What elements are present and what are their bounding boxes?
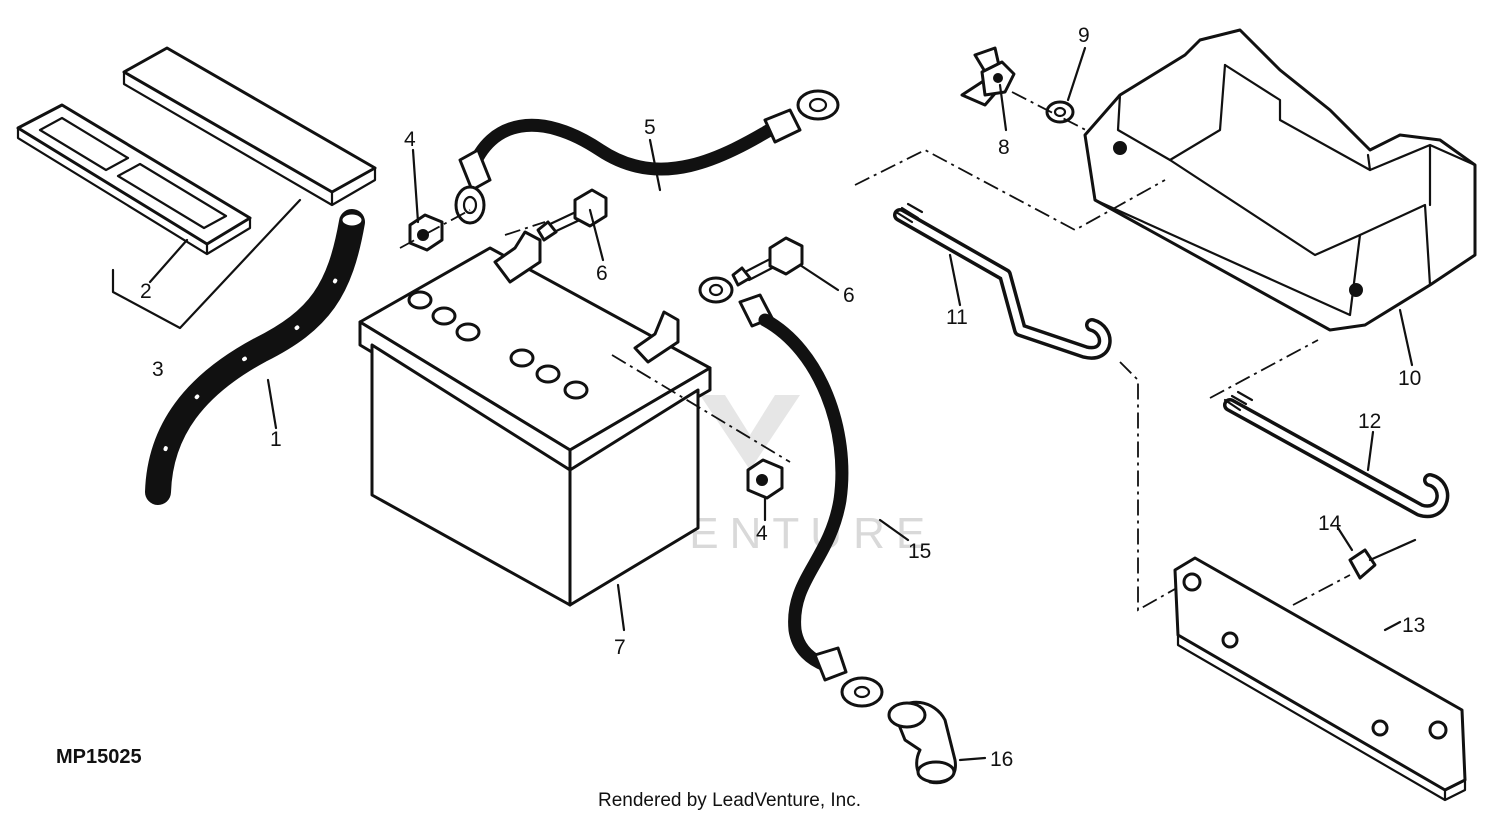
part-4-nut-lower	[611, 354, 791, 500]
part-7-battery	[358, 230, 712, 607]
callout-5: 5	[644, 116, 656, 139]
watermark-logo-icon	[700, 395, 800, 470]
callout-1: 1	[270, 428, 282, 451]
part-12-rod	[1209, 339, 1450, 519]
callout-6-upper: 6	[596, 262, 608, 285]
callout-9: 9	[1078, 24, 1090, 47]
part-6-bolt-lower	[731, 236, 804, 287]
part-4-nut-upper	[399, 209, 471, 252]
callout-8: 8	[998, 136, 1010, 159]
leader-lines	[111, 46, 1414, 762]
part-5-cable	[454, 89, 840, 225]
part-15-cable	[698, 276, 884, 708]
part-16-elbow	[887, 700, 957, 785]
callout-14: 14	[1318, 512, 1342, 535]
credit-line: Rendered by LeadVenture, Inc.	[598, 790, 861, 811]
callout-10: 10	[1398, 367, 1421, 390]
callout-labels: 1 2 3 4 4 5 6 6 7 8 9 10 11 12 13 14 15 …	[140, 24, 1425, 771]
callout-16: 16	[990, 748, 1013, 771]
callout-4-lower: 4	[756, 522, 768, 545]
part-13-plate	[1173, 556, 1467, 802]
callout-6-lower: 6	[843, 284, 855, 307]
battery-terminal-positive	[633, 310, 680, 364]
callout-4-upper: 4	[404, 128, 416, 151]
callout-13: 13	[1402, 614, 1425, 637]
callout-11: 11	[946, 306, 968, 329]
part-1-vent-hose	[145, 209, 365, 505]
part-2-pad	[16, 103, 252, 256]
part-8-wing-nut	[960, 46, 1016, 107]
callout-2: 2	[140, 280, 152, 303]
callout-15: 15	[908, 540, 931, 563]
callout-3: 3	[152, 358, 164, 381]
callout-7: 7	[614, 636, 626, 659]
battery-terminal-negative	[493, 230, 542, 284]
battery-cell-caps	[407, 290, 589, 400]
part-11-rod	[893, 202, 1183, 612]
part-10-tray	[854, 28, 1477, 332]
callout-12: 12	[1358, 410, 1381, 433]
part-6-bolt-upper	[504, 188, 608, 242]
part-3-cover	[122, 46, 377, 207]
drawing-id: MP15025	[56, 746, 142, 768]
part-14-pin	[1292, 538, 1417, 606]
